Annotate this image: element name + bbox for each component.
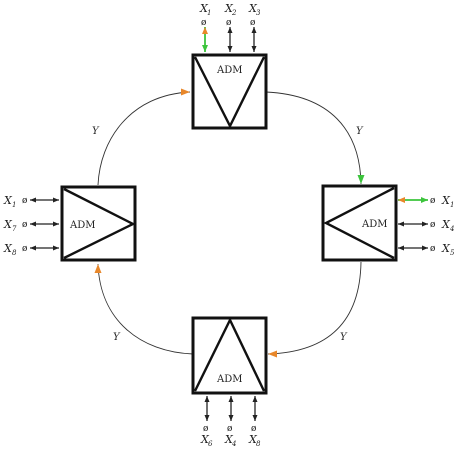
left-port-3: X 8 ø (3, 242, 59, 257)
adm-node-right: ADM (321, 184, 398, 262)
adm-node-bottom: ADM (191, 316, 268, 395)
right-port-1: ø X 1 (398, 194, 454, 209)
svg-text:X: X (441, 218, 451, 231)
svg-text:X: X (248, 2, 258, 15)
ring-arrow-bottom (268, 350, 277, 358)
top-port-1: X 1 ø (199, 2, 211, 52)
svg-text:ø: ø (251, 424, 257, 434)
ring-label-lower-left: Y (113, 332, 121, 343)
bottom-ports: ø X 6 ø X 4 ø X 8 (200, 396, 261, 448)
ring-link-bottom-left (97, 263, 194, 355)
svg-text:ø: ø (226, 18, 232, 28)
svg-text:X: X (199, 2, 209, 15)
svg-text:ø: ø (22, 244, 28, 254)
svg-text:ø: ø (22, 220, 28, 230)
left-ports: X 1 ø X 7 ø X 8 ø (3, 194, 59, 257)
svg-text:X: X (3, 194, 13, 207)
adm-label-top: ADM (216, 65, 242, 76)
svg-text:6: 6 (208, 440, 213, 448)
svg-text:ø: ø (250, 18, 256, 28)
ring-label-upper-left: Y (92, 126, 100, 137)
svg-text:4: 4 (449, 225, 454, 233)
adm-node-left: ADM (60, 185, 137, 262)
svg-text:1: 1 (12, 201, 16, 209)
svg-text:5: 5 (450, 249, 455, 257)
ring-link-left-top (97, 91, 191, 186)
ring-arrow-right (357, 175, 365, 184)
ring-arrow-top (181, 88, 190, 96)
svg-text:X: X (224, 433, 234, 446)
svg-text:X: X (3, 218, 13, 231)
svg-text:2: 2 (231, 9, 237, 17)
svg-text:ø: ø (430, 196, 436, 206)
adm-label-bottom: ADM (216, 374, 242, 385)
svg-text:8: 8 (12, 249, 17, 257)
svg-text:X: X (200, 433, 210, 446)
bottom-port-2: ø X 4 (224, 396, 236, 448)
ring-label-lower-right: Y (340, 332, 348, 343)
svg-text:3: 3 (256, 9, 261, 17)
ring-link-top-right (265, 91, 362, 185)
svg-text:1: 1 (450, 201, 454, 209)
svg-text:X: X (248, 433, 258, 446)
top-ports: X 1 ø X 2 ø X 3 ø (199, 2, 261, 52)
ring-arrow-left (94, 264, 102, 273)
svg-text:ø: ø (22, 196, 28, 206)
svg-text:ø: ø (430, 220, 436, 230)
svg-text:8: 8 (256, 440, 261, 448)
adm-label-right: ADM (361, 219, 387, 230)
bottom-port-1: ø X 6 (200, 396, 213, 448)
top-port-2: X 2 ø (224, 2, 237, 52)
ring-link-right-bottom (267, 261, 362, 355)
svg-text:X: X (441, 194, 451, 207)
svg-text:1: 1 (207, 9, 211, 17)
left-port-1: X 1 ø (3, 194, 59, 209)
bottom-port-3: ø X 8 (248, 396, 261, 448)
top-port-3: X 3 ø (248, 2, 261, 52)
svg-text:ø: ø (227, 424, 233, 434)
right-port-3: ø X 5 (398, 242, 455, 257)
svg-text:X: X (441, 242, 451, 255)
svg-text:7: 7 (12, 225, 17, 233)
svg-text:4: 4 (231, 440, 236, 448)
left-port-2: X 7 ø (3, 218, 59, 233)
adm-node-top: ADM (191, 53, 268, 130)
svg-text:ø: ø (430, 244, 436, 254)
svg-text:X: X (3, 242, 13, 255)
svg-text:ø: ø (201, 18, 207, 28)
right-ports: ø X 1 ø X 4 ø X 5 (398, 194, 455, 257)
svg-text:X: X (224, 2, 234, 15)
right-port-2: ø X 4 (398, 218, 454, 233)
adm-label-left: ADM (69, 220, 95, 231)
svg-text:ø: ø (203, 424, 209, 434)
ring-label-upper-right: Y (356, 126, 364, 137)
